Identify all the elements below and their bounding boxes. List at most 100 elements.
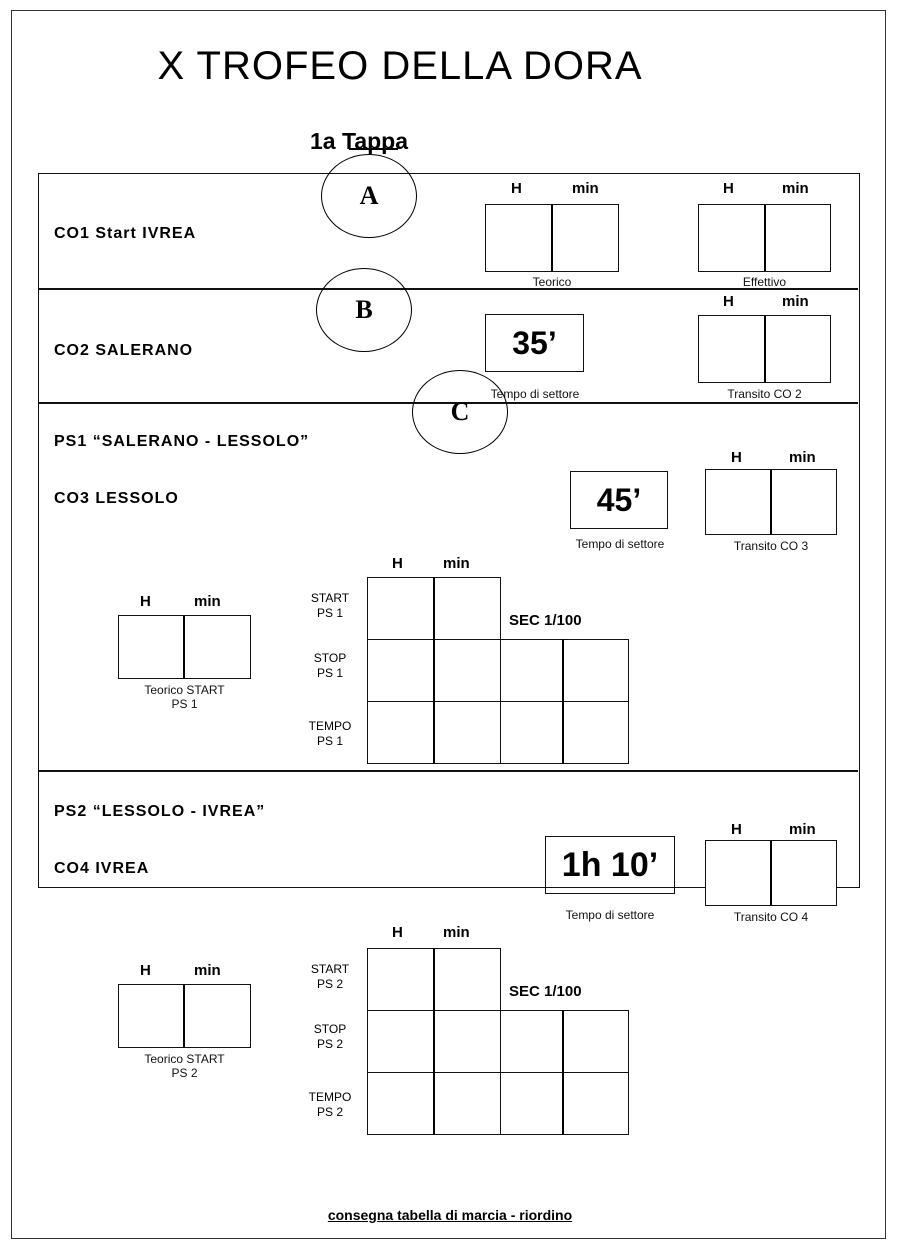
ps1-start-teorico-caption-line2: PS 1 <box>171 697 198 711</box>
co2-transit-min-label: min <box>782 293 809 310</box>
ps2-sector-time: 1h 10’ <box>545 836 675 894</box>
ps1-stop-hundredths-cell[interactable] <box>562 639 629 702</box>
box-divider <box>764 205 766 271</box>
ps2-co-label: CO4 IVREA <box>54 860 150 877</box>
ps2-tempo-h-cell[interactable] <box>367 1072 434 1135</box>
ps2-start-min-cell[interactable] <box>433 948 501 1011</box>
box-divider <box>770 470 772 534</box>
ps2-sector-caption: Tempo di settore <box>565 908 655 922</box>
co1-teorico-time-box[interactable] <box>485 204 619 272</box>
co1-effettivo-caption: Effettivo <box>742 275 787 289</box>
ps2-tempo-hundredths-cell[interactable] <box>562 1072 629 1135</box>
ps1-row-tempo-label: TEMPO PS 1 <box>295 719 365 749</box>
ps1-row-stop-line2: PS 1 <box>316 666 343 680</box>
co2-transit-h-label: H <box>723 293 734 310</box>
box-divider <box>183 616 185 678</box>
co1-teorico-min-label: min <box>572 180 599 197</box>
ps2-grid-h-label: H <box>392 924 403 941</box>
ps1-start-min-cell[interactable] <box>433 577 501 640</box>
ps2-start-h-cell[interactable] <box>367 948 434 1011</box>
ps1-start-teorico-caption: Teorico START PS 1 <box>118 683 251 711</box>
ps1-transit-time-box[interactable] <box>705 469 837 535</box>
ps1-start-teorico-min-label: min <box>194 593 221 610</box>
ps1-tempo-h-cell[interactable] <box>367 701 434 764</box>
co2-transit-caption: Transito CO 2 <box>727 387 802 401</box>
ps2-transit-min-label: min <box>789 821 816 838</box>
ps1-row-tempo-line2: PS 1 <box>316 734 343 748</box>
ps2-transit-time-box[interactable] <box>705 840 837 906</box>
ps1-row-start-line1: START <box>310 591 350 605</box>
page-title: X TROFEO DELLA DORA <box>157 44 643 88</box>
divider-co1-co2 <box>38 288 858 290</box>
box-divider <box>183 985 185 1047</box>
ps1-title: PS1 “SALERANO - LESSOLO” <box>54 433 310 450</box>
control-sheet-frame <box>38 173 860 888</box>
co1-teorico-caption: Teorico <box>532 275 572 289</box>
ps1-transit-caption: Transito CO 3 <box>733 539 809 553</box>
ps2-row-stop-line1: STOP <box>313 1022 347 1036</box>
page-border <box>11 10 886 1239</box>
ps1-row-start-label: START PS 1 <box>295 591 365 621</box>
ps1-row-tempo-line1: TEMPO <box>308 719 352 733</box>
marker-c-circle: C <box>412 370 508 454</box>
ps1-stop-h-cell[interactable] <box>367 639 434 702</box>
footer-note: consegna tabella di marcia - riordino <box>327 1207 573 1223</box>
ps2-row-start-label: START PS 2 <box>295 962 365 992</box>
ps2-start-teorico-min-label: min <box>194 962 221 979</box>
co2-sector-time: 35’ <box>485 314 584 372</box>
box-divider <box>551 205 553 271</box>
ps2-tempo-min-cell[interactable] <box>433 1072 501 1135</box>
ps1-start-teorico-h-label: H <box>140 593 151 610</box>
co2-sector-caption: Tempo di settore <box>490 387 580 401</box>
ps1-transit-min-label: min <box>789 449 816 466</box>
ps1-row-stop-line1: STOP <box>313 651 347 665</box>
box-divider <box>764 316 766 382</box>
co1-label: CO1 Start IVREA <box>54 225 197 242</box>
co1-effettivo-h-label: H <box>723 180 734 197</box>
stage-strike-line <box>349 148 398 150</box>
marker-a-circle: A <box>321 154 417 238</box>
ps1-row-stop-label: STOP PS 1 <box>295 651 365 681</box>
stage-title: 1a Tappa <box>310 128 408 154</box>
ps1-tempo-min-cell[interactable] <box>433 701 501 764</box>
ps2-start-teorico-caption-line2: PS 2 <box>171 1066 198 1080</box>
co1-effettivo-min-label: min <box>782 180 809 197</box>
ps1-tempo-sec-cell[interactable] <box>500 701 563 764</box>
ps2-stop-h-cell[interactable] <box>367 1010 434 1073</box>
marker-b-circle: B <box>316 268 412 352</box>
ps2-sec-label: SEC 1/100 <box>509 983 582 1000</box>
ps1-grid-min-label: min <box>443 555 470 572</box>
ps2-stop-min-cell[interactable] <box>433 1010 501 1073</box>
ps1-grid-h-label: H <box>392 555 403 572</box>
ps2-start-teorico-time-box[interactable] <box>118 984 251 1048</box>
ps2-start-teorico-caption-line1: Teorico START <box>144 1052 225 1066</box>
ps1-row-start-line2: PS 1 <box>316 606 343 620</box>
ps2-transit-caption: Transito CO 4 <box>733 910 809 924</box>
ps2-start-teorico-h-label: H <box>140 962 151 979</box>
ps1-start-teorico-caption-line1: Teorico START <box>144 683 225 697</box>
ps1-start-teorico-time-box[interactable] <box>118 615 251 679</box>
ps2-grid-min-label: min <box>443 924 470 941</box>
co1-effettivo-time-box[interactable] <box>698 204 831 272</box>
ps2-title: PS2 “LESSOLO - IVREA” <box>54 803 266 820</box>
ps2-row-start-line2: PS 2 <box>316 977 343 991</box>
ps2-row-tempo-line1: TEMPO <box>308 1090 352 1104</box>
co1-teorico-h-label: H <box>511 180 522 197</box>
co2-transit-time-box[interactable] <box>698 315 831 383</box>
ps2-stop-sec-cell[interactable] <box>500 1010 563 1073</box>
ps1-stop-sec-cell[interactable] <box>500 639 563 702</box>
ps2-row-tempo-line2: PS 2 <box>316 1105 343 1119</box>
divider-ps1-ps2 <box>38 770 858 772</box>
ps2-stop-hundredths-cell[interactable] <box>562 1010 629 1073</box>
ps1-co-label: CO3 LESSOLO <box>54 490 179 507</box>
ps2-transit-h-label: H <box>731 821 742 838</box>
ps2-row-start-line1: START <box>310 962 350 976</box>
box-divider <box>770 841 772 905</box>
ps1-stop-min-cell[interactable] <box>433 639 501 702</box>
ps1-start-h-cell[interactable] <box>367 577 434 640</box>
ps2-row-stop-label: STOP PS 2 <box>295 1022 365 1052</box>
ps1-sector-caption: Tempo di settore <box>575 537 665 551</box>
ps2-tempo-sec-cell[interactable] <box>500 1072 563 1135</box>
ps1-tempo-hundredths-cell[interactable] <box>562 701 629 764</box>
ps2-row-stop-line2: PS 2 <box>316 1037 343 1051</box>
